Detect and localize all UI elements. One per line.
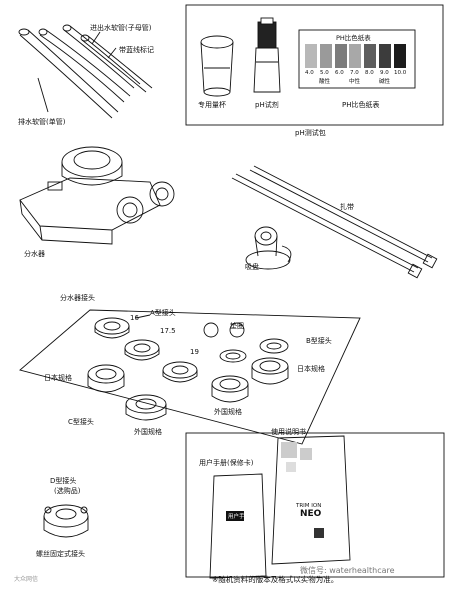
watermark-text: 微信号: waterhealthcare bbox=[300, 566, 395, 575]
hoses-illustration bbox=[18, 24, 153, 119]
ph-value: 5.0 bbox=[320, 70, 329, 76]
ph-table-title: PH比色纸表 bbox=[336, 34, 371, 42]
label-foreign-low: 外国规格 bbox=[134, 428, 162, 436]
joints-panel bbox=[19, 309, 361, 445]
measuring-cup bbox=[200, 35, 234, 97]
label-warranty: 用户手册(保修卡) bbox=[199, 459, 254, 467]
ph-swatch bbox=[305, 44, 317, 68]
ph-swatch bbox=[379, 44, 391, 68]
manual-cover-model: NEO bbox=[300, 509, 322, 519]
ph-color-strip bbox=[305, 44, 409, 68]
warranty-booklet bbox=[209, 473, 267, 579]
label-size-19: 19 bbox=[190, 348, 199, 356]
label-type-d: D型接头 bbox=[50, 477, 77, 485]
label-size-175: 17.5 bbox=[160, 327, 176, 335]
label-ph-kit: pH测试包 bbox=[295, 129, 326, 137]
label-jp-left: 日本规格 bbox=[44, 374, 72, 382]
label-drain-hose: 排水软管(单管) bbox=[18, 118, 66, 126]
ph-swatch bbox=[364, 44, 377, 68]
ph-value: 8.0 bbox=[365, 70, 374, 76]
ph-group-alkaline: 碱性 bbox=[379, 79, 391, 85]
brand-watermark: 大众网信 bbox=[14, 576, 39, 583]
diverter-illustration bbox=[19, 146, 175, 245]
label-screw-joint: 螺丝固定式接头 bbox=[36, 550, 85, 558]
ph-kit-box bbox=[185, 4, 444, 126]
footnote: ※随机资料的版本及格式以实物为准。 bbox=[212, 575, 339, 584]
ph-swatch bbox=[319, 44, 332, 68]
label-size-16: 16 bbox=[130, 314, 139, 322]
cable-ties bbox=[231, 165, 438, 279]
manual-cover-brand: TRIM ION bbox=[296, 503, 322, 509]
ph-table-frame bbox=[298, 29, 416, 89]
manual-booklet bbox=[271, 435, 351, 565]
ph-table-caption: PH比色纸表 bbox=[342, 101, 380, 109]
label-gasket: 垫圈 bbox=[230, 322, 244, 330]
label-blue-line: 带蓝线标记 bbox=[119, 46, 154, 54]
ph-swatch bbox=[393, 44, 406, 68]
ph-value: 10.0 bbox=[394, 70, 407, 76]
label-inlet-hose: 进出水软管(子母管) bbox=[90, 24, 152, 32]
label-optional: (选购品) bbox=[54, 487, 81, 495]
ph-value: 4.0 bbox=[305, 70, 314, 76]
ph-group-acid: 酸性 bbox=[319, 79, 331, 85]
label-type-a: A型接头 bbox=[150, 309, 176, 317]
warranty-cover-title: 用户手册 bbox=[228, 514, 251, 520]
d-type-joint bbox=[43, 504, 89, 538]
label-diverter: 分水器 bbox=[24, 250, 45, 258]
label-joint-header: 分水器接头 bbox=[60, 294, 95, 302]
ph-swatch bbox=[334, 44, 347, 68]
label-reagent: pH试剂 bbox=[255, 101, 279, 109]
ph-value: 7.0 bbox=[350, 70, 359, 76]
label-foreign-mid: 外国规格 bbox=[214, 408, 242, 416]
suction-cup bbox=[245, 226, 292, 270]
manual-pattern bbox=[281, 442, 312, 472]
label-manual: 使用说明书 bbox=[271, 428, 306, 436]
label-type-c: C型接头 bbox=[68, 418, 94, 426]
ph-swatch bbox=[349, 44, 362, 68]
label-suction: 吸盘 bbox=[245, 263, 259, 271]
manuals-frame bbox=[185, 432, 445, 578]
ph-value: 6.0 bbox=[335, 70, 344, 76]
label-tie: 扎带 bbox=[340, 203, 354, 211]
label-jp-right: 日本规格 bbox=[297, 365, 325, 373]
ph-value: 9.0 bbox=[380, 70, 389, 76]
reagent-bottle bbox=[253, 17, 281, 93]
warranty-title-plate bbox=[226, 511, 244, 521]
ph-group-neutral: 中性 bbox=[349, 79, 361, 85]
label-type-b: B型接头 bbox=[306, 337, 332, 345]
joint-rings bbox=[87, 314, 289, 421]
label-cup: 专用量杯 bbox=[198, 101, 226, 109]
manual-qr-block bbox=[314, 528, 324, 538]
